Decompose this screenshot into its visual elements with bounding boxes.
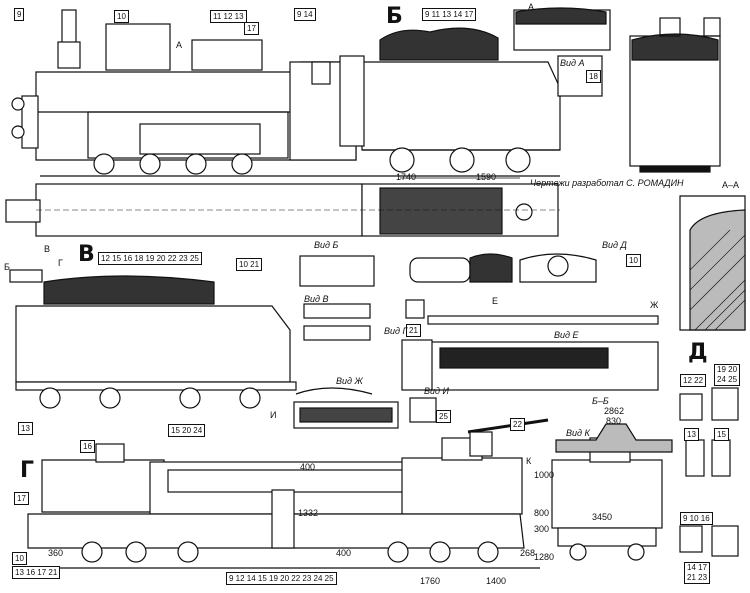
callout-box: 14 17 21 23 bbox=[684, 562, 711, 584]
callout-box: 9 10 16 bbox=[680, 512, 713, 525]
section-v-letter: В bbox=[78, 242, 95, 267]
dimension-label: 1332 bbox=[298, 508, 319, 518]
callout-box: 21 bbox=[406, 324, 421, 337]
view-label: Вид Г bbox=[384, 326, 408, 336]
section-d-details bbox=[679, 387, 739, 557]
dimension-label: 1760 bbox=[420, 576, 441, 586]
callout-box: 15 20 24 bbox=[168, 424, 206, 437]
dimension-label: 2862 bbox=[604, 406, 625, 416]
dimension-label: 268 bbox=[520, 548, 536, 558]
callout-box: 10 bbox=[626, 254, 641, 267]
callout-box: 11 12 13 bbox=[210, 10, 247, 23]
section-bb-profile bbox=[555, 423, 673, 453]
view-mark: А–А bbox=[722, 180, 740, 190]
view-mark: Г bbox=[58, 258, 63, 268]
callout-box: 12 15 16 18 19 20 22 23 25 bbox=[98, 252, 202, 265]
view-label: Вид Е bbox=[554, 330, 579, 340]
callout-box: 13 bbox=[18, 422, 33, 435]
locomotive-side-view bbox=[11, 9, 360, 177]
view-mark: А bbox=[528, 2, 535, 12]
callout-box: 10 bbox=[114, 10, 129, 23]
view-label: Вид В bbox=[304, 294, 329, 304]
callout-box: 25 bbox=[436, 410, 451, 423]
view-label: Вид И bbox=[424, 386, 449, 396]
view-mark: Ж bbox=[650, 300, 659, 310]
callout-box: 19 20 24 25 bbox=[714, 364, 741, 386]
callout-box: 9 12 14 15 19 20 22 23 24 25 bbox=[226, 572, 337, 585]
dimension-label: 400 bbox=[336, 548, 352, 558]
view-label: Вид Ж bbox=[336, 376, 363, 386]
callout-box: 16 bbox=[80, 440, 95, 453]
dimension-label: 1280 bbox=[534, 552, 555, 562]
dimension-label: 400 bbox=[300, 462, 316, 472]
dimension-label: 1590 bbox=[476, 172, 497, 182]
dimension-label: 800 bbox=[534, 508, 550, 518]
view-mark: И bbox=[270, 410, 277, 420]
view-label: Б–Б bbox=[592, 396, 609, 406]
callout-box: 13 16 17 21 bbox=[12, 566, 61, 579]
dimension-label: 360 bbox=[48, 548, 64, 558]
callout-box: 12 22 bbox=[680, 374, 707, 387]
callout-box: 15 bbox=[714, 428, 729, 441]
train-plan-view bbox=[5, 183, 560, 237]
section-d-letter: Д bbox=[688, 340, 708, 365]
section-b-letter: Б bbox=[386, 4, 403, 29]
section-v-car bbox=[9, 269, 297, 409]
view-label: Вид Д bbox=[602, 240, 627, 250]
dimension-label: 830 bbox=[606, 416, 622, 426]
view-label: Вид А bbox=[560, 58, 585, 68]
section-g-letter: Г bbox=[20, 458, 35, 483]
dimension-label: 1000 bbox=[534, 470, 555, 480]
dimension-label: 1740 bbox=[396, 172, 417, 182]
view-mark: Е bbox=[492, 296, 499, 306]
callout-box: 22 bbox=[510, 418, 525, 431]
callout-box: 9 11 13 14 17 bbox=[422, 8, 477, 21]
callout-box: 17 bbox=[244, 22, 259, 35]
callout-box: 9 14 bbox=[294, 8, 316, 21]
callout-box: 10 bbox=[12, 552, 27, 565]
callout-box: 9 bbox=[14, 8, 25, 21]
section-g-end-view bbox=[551, 437, 663, 561]
view-mark: В bbox=[44, 244, 51, 254]
section-g-car bbox=[27, 418, 549, 569]
dimension-label: 300 bbox=[534, 524, 550, 534]
section-aa bbox=[679, 195, 746, 331]
callout-box: 18 bbox=[586, 70, 601, 83]
view-label: Вид К bbox=[566, 428, 590, 438]
view-mark: А bbox=[176, 40, 183, 50]
callout-box: 13 bbox=[684, 428, 699, 441]
view-mark: Б bbox=[4, 262, 10, 272]
dimension-label: 3450 bbox=[592, 512, 613, 522]
credit-text: Чертежи разработал С. РОМАДИН bbox=[530, 178, 684, 188]
detail-views-v bbox=[293, 253, 659, 429]
dimension-label: 1400 bbox=[486, 576, 507, 586]
view-label: Вид Б bbox=[314, 240, 339, 250]
view-mark: К bbox=[526, 456, 532, 466]
callout-box: 17 bbox=[14, 492, 29, 505]
callout-box: 10 21 bbox=[236, 258, 263, 271]
armored-car-side-view bbox=[339, 27, 561, 179]
